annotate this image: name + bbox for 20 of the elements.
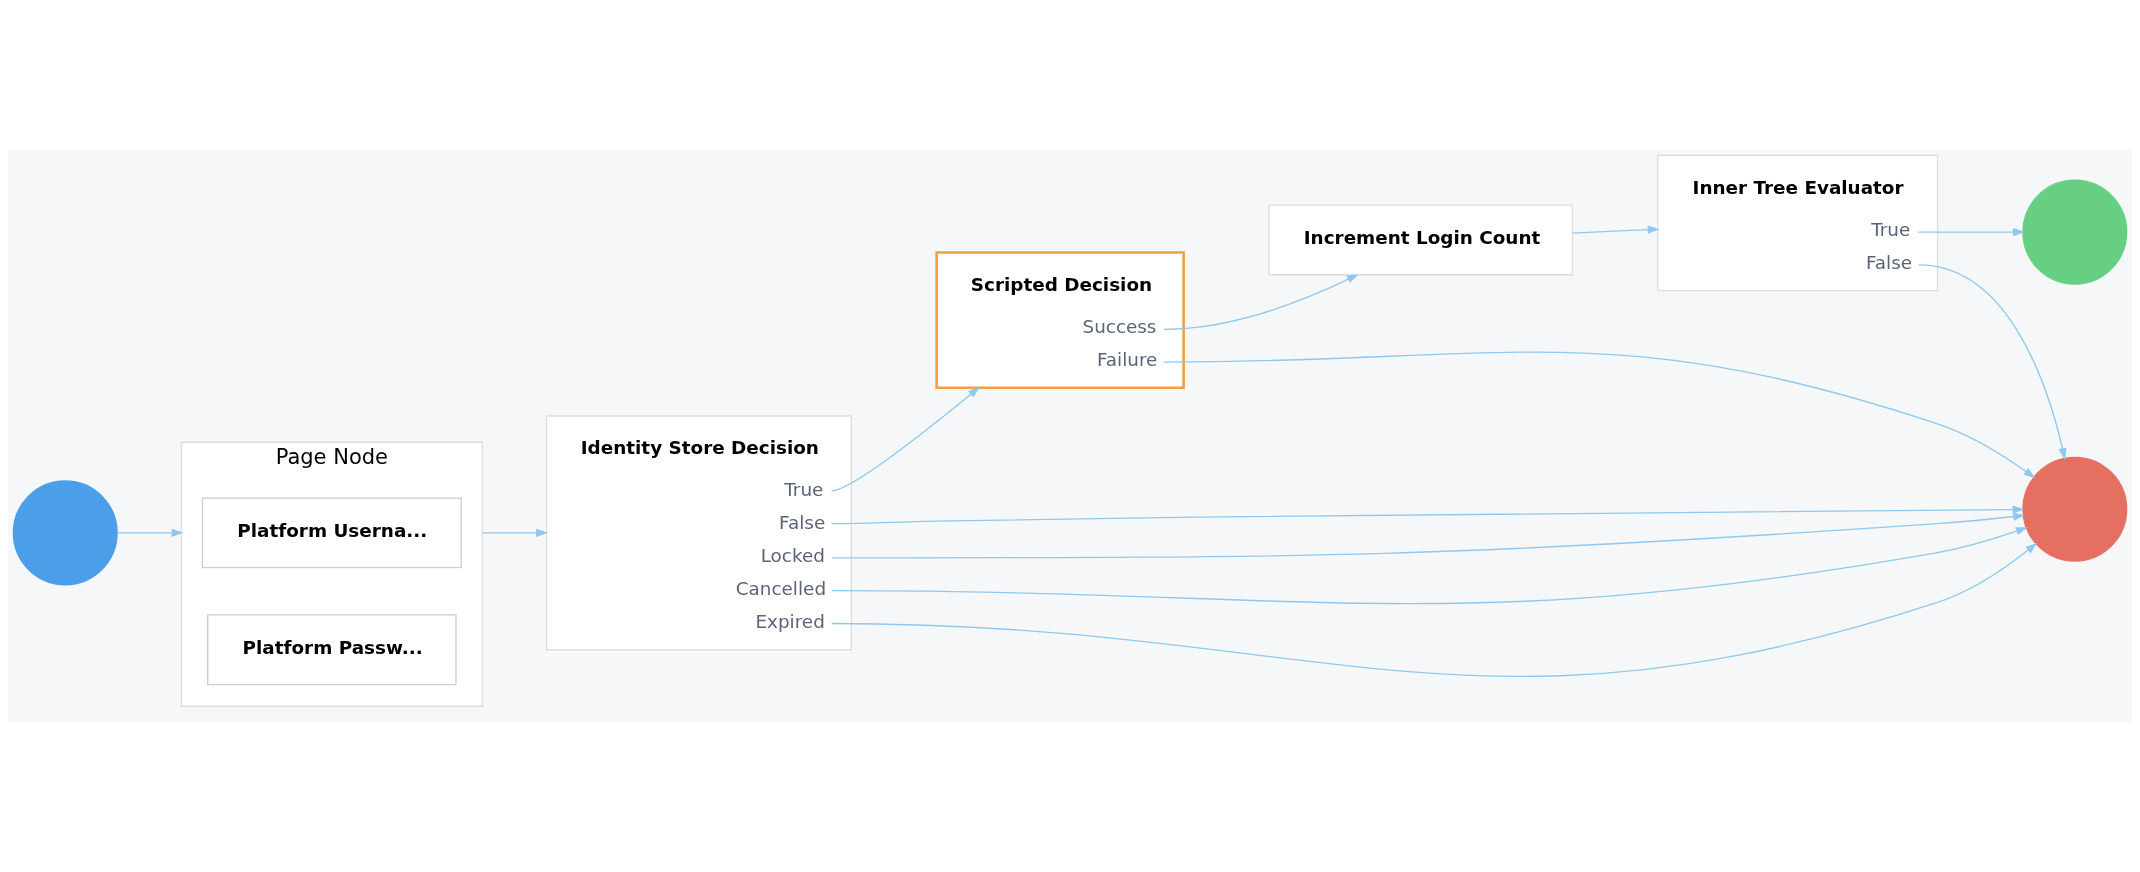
arrow (1572, 225, 1660, 234)
node-circle (2022, 179, 2128, 285)
node-box: Increment Login Count (1268, 204, 1574, 276)
arrow (830, 386, 980, 492)
arrow (830, 527, 2028, 605)
arrow (1163, 351, 2036, 479)
arrow (1917, 264, 2067, 460)
arrow (1163, 274, 1359, 330)
arrow (830, 505, 2025, 525)
node-box: Platform Passw... (207, 614, 457, 686)
node-box: Identity Store Decision True False Locked Cancelled Expired (545, 415, 852, 651)
node-box: Platform Userna... (201, 497, 462, 569)
arrow (830, 542, 2038, 677)
arrow (116, 528, 184, 537)
arrow (1917, 227, 2025, 237)
node-box: Inner Tree Evaluator True False (1657, 154, 1939, 292)
node-circle (12, 480, 118, 586)
node-box: Scripted Decision Success Failure (935, 251, 1185, 390)
arrow (830, 512, 2026, 559)
arrow (481, 528, 548, 537)
